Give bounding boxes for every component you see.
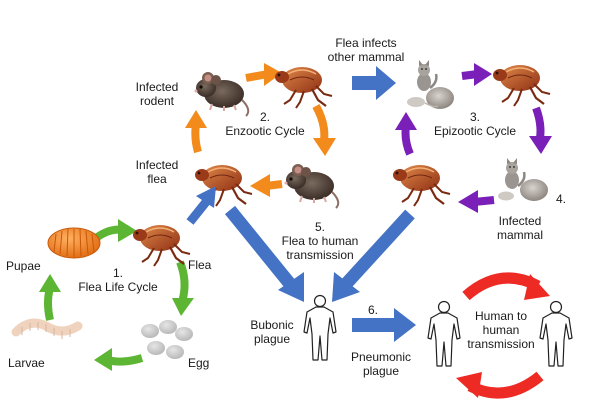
label-h2h-line3: transmission xyxy=(467,337,535,351)
label-h2h-line2: human xyxy=(482,323,520,337)
label-bubonic-plague: Bubonic plague xyxy=(244,318,300,346)
label-infected-rodent: Infected rodent xyxy=(130,80,184,108)
label-pneumonic-line1: Pneumonic xyxy=(350,350,412,364)
bubonic-human-figure xyxy=(303,294,337,361)
blue-arrow-enzootic-to-human xyxy=(224,205,304,302)
purple-arrow-mammal-to-flea xyxy=(461,63,492,86)
label-infected-mammal-line2: mammal xyxy=(496,228,543,242)
label-enzootic-text: Enzootic Cycle xyxy=(225,124,305,138)
label-flea: Flea xyxy=(188,258,212,272)
orange-arrow-flea-up xyxy=(185,110,207,154)
green-arrow-pupae-to-flea xyxy=(93,219,137,242)
label-flea-infects-line1: Flea infects xyxy=(335,36,397,50)
red-arrow-bottom xyxy=(456,371,544,399)
label-flea-life-cycle: 1. Flea Life Cycle xyxy=(62,266,174,294)
label-infected-flea: Infected flea xyxy=(130,158,184,186)
blue-arrow-epizootic-to-human xyxy=(332,209,415,302)
label-bubonic-line2: plague xyxy=(253,332,291,346)
label-infected-mammal-line1: Infected xyxy=(498,214,542,228)
label-enzootic-number: 2. xyxy=(259,110,270,124)
purple-arrow-flea-up xyxy=(395,112,417,156)
label-enzootic-cycle: 2. Enzootic Cycle xyxy=(210,110,320,138)
label-infected-flea-line1: Infected xyxy=(135,158,179,172)
green-arrow-larvae-to-pupae xyxy=(39,274,61,321)
label-flea-infects-other-mammal: Flea infects other mammal xyxy=(316,36,416,64)
label-pupae: Pupae xyxy=(6,259,41,273)
green-arrow-flea-to-egg xyxy=(172,260,194,316)
label-infected-rodent-line1: Infected xyxy=(135,80,179,94)
label-h2h-line1: Human to xyxy=(474,309,528,323)
infected-mammals-image xyxy=(498,156,548,201)
label-flea-to-human-number: 5. xyxy=(314,220,325,234)
label-bubonic-line1: Bubonic xyxy=(250,318,294,332)
green-arrow-egg-to-larvae xyxy=(94,348,144,371)
label-number-6: 6. xyxy=(368,303,379,317)
rodent-image-enzootic xyxy=(283,163,340,209)
label-epizootic-number: 3. xyxy=(469,110,480,124)
label-flea-infects-line2: other mammal xyxy=(327,50,405,64)
blue-arrow-life-flea-up xyxy=(186,186,216,225)
label-life-cycle-number: 1. xyxy=(112,266,123,280)
label-number-4: 4. xyxy=(556,192,567,206)
flea-image-epizootic-left xyxy=(391,163,452,208)
orange-arrow-rodent-to-flea xyxy=(245,63,282,86)
orange-arrow-flea-down xyxy=(312,104,336,156)
label-flea-to-human-line1: Flea to human xyxy=(281,234,359,248)
label-epizootic-text: Epizootic Cycle xyxy=(433,124,517,138)
red-arrow-top xyxy=(462,272,550,301)
label-life-cycle-text: Flea Life Cycle xyxy=(78,280,158,294)
orange-arrow-rodent-to-flea-left xyxy=(250,174,283,197)
label-human-to-human-transmission: Human to human transmission xyxy=(456,309,546,351)
label-epizootic-cycle: 3. Epizootic Cycle xyxy=(418,110,532,138)
larva-image xyxy=(11,318,83,339)
label-egg: Egg xyxy=(188,356,210,370)
blue-arrow-bubonic-to-pneumonic xyxy=(352,308,416,342)
flea-image-epizootic xyxy=(491,63,552,108)
other-mammals-image xyxy=(407,58,454,109)
label-infected-mammal: Infected mammal xyxy=(488,214,552,242)
label-flea-to-human-transmission: 5. Flea to human transmission xyxy=(268,220,372,262)
label-infected-rodent-line2: rodent xyxy=(139,94,175,108)
blue-arrow-flea-infects-mammal xyxy=(352,66,396,100)
label-infected-flea-line2: flea xyxy=(147,172,167,186)
label-flea-to-human-line2: transmission xyxy=(286,248,354,262)
purple-arrow-mammal-to-flea-left xyxy=(458,190,495,213)
label-larvae: Larvae xyxy=(8,356,45,370)
flea-life-cycle-image xyxy=(131,223,192,268)
purple-arrow-flea-down xyxy=(529,106,552,154)
egg-cluster-image xyxy=(141,320,193,359)
flea-image-top xyxy=(273,65,334,110)
label-pneumonic-plague: Pneumonic plague xyxy=(344,350,418,378)
label-pneumonic-line2: plague xyxy=(362,364,400,378)
